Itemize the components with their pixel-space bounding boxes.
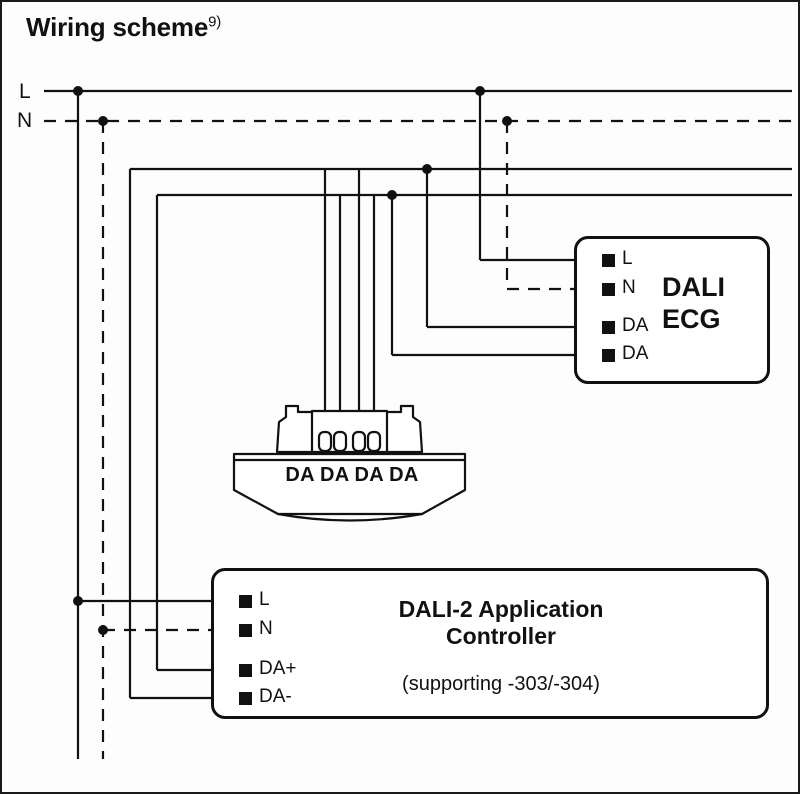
junction-live-ecg xyxy=(475,86,485,96)
controller-subtitle: (supporting -303/-304) xyxy=(402,673,600,695)
sensor-slot-2 xyxy=(332,430,348,453)
ctrl-terminal-daminus-label: DA- xyxy=(259,686,292,707)
page-title: Wiring scheme9) xyxy=(26,12,221,43)
ecg-terminal-n xyxy=(602,283,615,296)
ecg-terminal-da1-label: DA xyxy=(622,315,649,336)
junction-da-lower xyxy=(387,190,397,200)
page-title-text: Wiring scheme xyxy=(26,12,209,42)
junction-neutral-left xyxy=(98,116,108,126)
sensor-slot-1 xyxy=(317,430,333,453)
ecg-terminal-da2-label: DA xyxy=(622,343,649,364)
controller-name-line1: DALI-2 Application xyxy=(398,596,604,622)
sensor-terminal-labels: DA DA DA DA xyxy=(285,464,419,486)
mains-neutral-label: N xyxy=(17,109,33,132)
dali2-application-controller-box xyxy=(211,568,769,719)
sensor-slot-4 xyxy=(366,430,382,453)
dali-ecg-name-line2: ECG xyxy=(662,303,721,334)
ecg-terminal-n-label: N xyxy=(622,277,636,298)
ctrl-terminal-daplus xyxy=(239,664,252,677)
controller-name: DALI-2 Application Controller xyxy=(311,596,691,650)
ecg-terminal-da2 xyxy=(602,349,615,362)
wire-junctions xyxy=(73,86,512,635)
controller-name-line2: Controller xyxy=(446,623,556,650)
junction-live-left xyxy=(73,86,83,96)
page-title-footnote: 9) xyxy=(208,13,222,31)
ctrl-terminal-n xyxy=(239,624,252,637)
ctrl-terminal-n-label: N xyxy=(259,618,273,639)
junction-neutral-ecg xyxy=(502,116,512,126)
dali-ecg-name-line1: DALI xyxy=(662,272,725,302)
junction-da-upper xyxy=(422,164,432,174)
sensor-slot-3 xyxy=(351,430,367,453)
ecg-terminal-da1 xyxy=(602,321,615,334)
ctrl-terminal-daplus-label: DA+ xyxy=(259,658,297,679)
ecg-terminal-l xyxy=(602,254,615,267)
ctrl-terminal-l-label: L xyxy=(259,589,270,610)
junction-live-controller xyxy=(73,596,83,606)
ctrl-terminal-daminus xyxy=(239,692,252,705)
dali-ecg-name: DALI ECG xyxy=(662,272,782,336)
sensor-lens xyxy=(277,512,423,522)
ecg-terminal-l-label: L xyxy=(622,248,633,269)
sensor-graphic xyxy=(232,404,467,522)
ctrl-terminal-l xyxy=(239,595,252,608)
junction-neutral-controller xyxy=(98,625,108,635)
mains-live-label: L xyxy=(19,80,31,103)
